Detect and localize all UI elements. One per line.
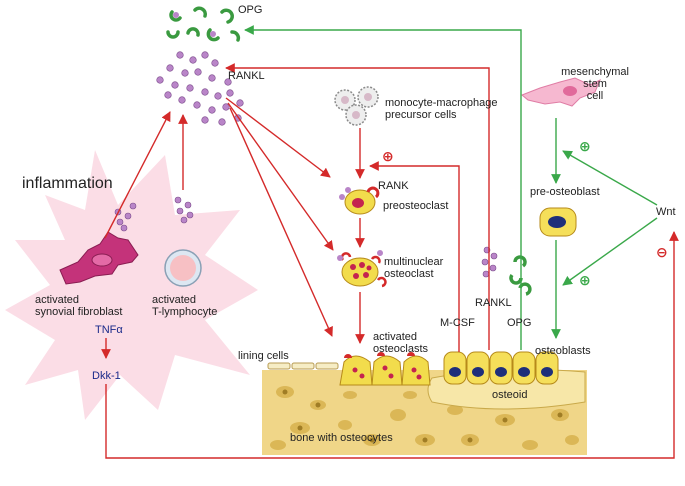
label-dkk1: Dkk-1 [92,370,121,382]
label-osteoid: osteoid [492,389,528,401]
plus-symbol-red: ⊕ [382,149,394,165]
red-arrows [101,63,679,459]
label-bone-osteocytes: bone with osteocytes [290,432,393,444]
inflammation-region [5,150,258,420]
label-inflammation: inflammation [22,175,113,192]
preosteoclast-cell [339,186,380,215]
label-mcsf: M-CSF [440,317,475,329]
plus-symbol-green-top: ⊕ [579,139,591,155]
monocyte-precursor-cells [334,86,379,126]
minus-symbol: ⊖ [656,245,668,261]
label-pre-osteoblast: pre-osteoblast [530,186,600,198]
label-synovial-fibroblast: activated synovial fibroblast [35,294,123,318]
label-t-lymphocyte: activated T-lymphocyte [152,294,218,318]
label-rankl-top: RANKL [228,70,265,82]
mesenchymal-stem-cell [521,77,601,107]
opg-cluster [166,6,241,42]
label-activated-osteoclasts: activated osteoclasts [373,331,429,355]
t-lymphocyte-cell [164,249,202,287]
plus-symbol-green-bottom: ⊕ [579,273,591,289]
label-preosteoclast: preosteoclast [383,200,449,212]
green-arrows [244,25,658,350]
preosteoblast-cell [539,207,577,237]
activated-osteoclasts [339,352,431,386]
label-osteoblasts: osteoblasts [535,345,591,357]
rankl-cluster [156,51,244,126]
lining-cells [267,362,339,370]
label-wnt: Wnt [656,206,676,218]
label-opg-top: OPG [238,4,263,16]
label-mesenchymal-stem-cell: mesenchymal stem cell [561,66,629,102]
label-opg-mid: OPG [507,317,532,329]
label-rank: RANK [378,180,409,192]
label-lining-cells: lining cells [238,350,289,362]
label-tnf-alpha: TNFα [95,324,123,336]
synovial-fibroblast-cell [59,231,139,285]
label-monocyte-precursor: monocyte-macrophage precursor cells [385,97,498,121]
label-rankl-mid: RANKL [475,297,512,309]
multinuclear-osteoclast-cell [337,250,387,288]
label-multinuclear-osteoclast: multinuclear osteoclast [384,256,444,280]
osteoblast-row [443,351,559,385]
